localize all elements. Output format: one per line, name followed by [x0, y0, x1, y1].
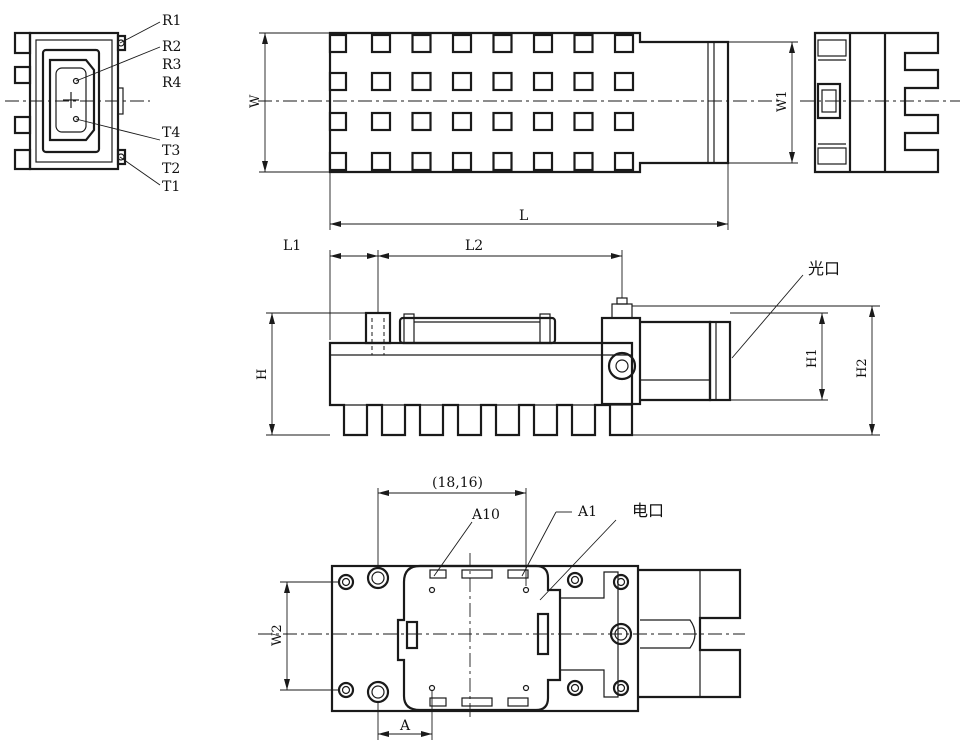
- pin-label-a10: A10: [471, 507, 500, 523]
- top-view: W W1 L: [248, 31, 798, 230]
- heatsink-fin: [613, 111, 635, 132]
- right-end-view: [800, 31, 960, 174]
- pin-label-t1: T1: [162, 179, 180, 195]
- optical-port-label: 光口: [808, 259, 840, 278]
- heatsink-fin: [532, 111, 554, 132]
- heatsink-fin: [451, 33, 473, 54]
- pin-label-t4: T4: [162, 125, 180, 141]
- pin-label-t2: T2: [162, 161, 180, 177]
- heatsink-fin: [613, 151, 635, 172]
- pitch-label: (18,16): [432, 475, 483, 491]
- heatsink-fin: [411, 71, 432, 92]
- side-view: L1 L2 H H1 H2 光口: [255, 238, 880, 437]
- heatsink-fin: [370, 71, 392, 92]
- heatsink-fin: [370, 151, 392, 172]
- heatsink-fin: [492, 111, 513, 132]
- dim-label-l2: L2: [465, 238, 483, 254]
- heatsink-fin: [411, 33, 432, 54]
- heatsink-fin: [492, 151, 513, 172]
- heatsink-fin: [411, 111, 432, 132]
- dim-label-w1: W1: [775, 90, 790, 112]
- heatsink-fin: [328, 151, 348, 172]
- heatsink-fin: [328, 111, 348, 132]
- bottom-view: (18,16) A10 A1 电口 W2 A: [258, 475, 745, 740]
- pin-label-r1: R1: [162, 13, 181, 29]
- pin-label-r4: R4: [162, 75, 182, 91]
- heatsink-fin: [451, 151, 473, 172]
- pin-label-r2: R2: [162, 39, 181, 55]
- heatsink-fin: [573, 71, 594, 92]
- heatsink-fin: [451, 71, 473, 92]
- heatsink-fin: [532, 33, 554, 54]
- heatsink-fin: [613, 33, 635, 54]
- heatsink-fin: [492, 71, 513, 92]
- heatsink-fin: [573, 151, 594, 172]
- heatsink-fin: [328, 33, 348, 54]
- heatsink-fin: [532, 71, 554, 92]
- heatsink-fin: [573, 33, 594, 54]
- heatsink-fin: [613, 71, 635, 92]
- heatsink-fin: [370, 33, 392, 54]
- dim-label-h1: H1: [805, 348, 820, 368]
- pin-label-t3: T3: [162, 143, 180, 159]
- heatsink-fin: [492, 33, 513, 54]
- dim-label-h: H: [255, 369, 270, 380]
- heatsink-fin: [532, 151, 554, 172]
- pin-label-a1: A1: [577, 504, 597, 520]
- pin-label-r3: R3: [162, 57, 181, 73]
- heatsink-fin: [370, 111, 392, 132]
- dim-label-h2: H2: [855, 358, 870, 378]
- dim-label-l1: L1: [283, 238, 301, 254]
- dim-label-w2: W2: [270, 624, 285, 646]
- heatsink-fin: [411, 151, 432, 172]
- dim-label-l: L: [519, 208, 528, 224]
- heatsink-fin: [573, 111, 594, 132]
- heatsink-fin: [328, 71, 348, 92]
- heatsink-fin: [451, 111, 473, 132]
- end-view: R1 R2 R3 R4 T4 T3 T2 T1: [5, 13, 182, 195]
- dim-label-a: A: [399, 718, 411, 734]
- dim-label-w: W: [248, 94, 263, 108]
- electrical-port-label: 电口: [632, 501, 664, 520]
